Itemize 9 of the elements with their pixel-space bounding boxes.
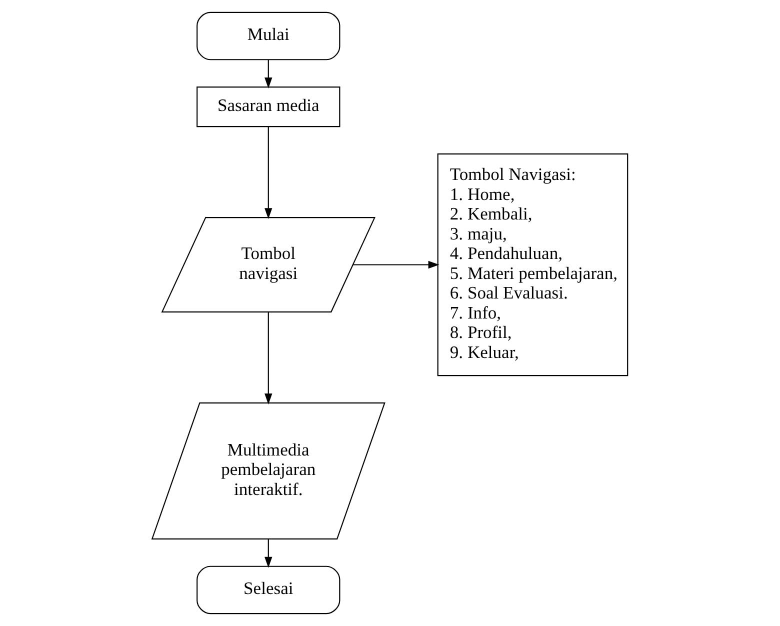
arrow — [264, 126, 272, 220]
arrow — [264, 312, 272, 404]
arrow — [264, 60, 272, 88]
arrow — [264, 539, 272, 568]
node-box: Tombol Navigasi: 1. Home, 2. Kembali, 3. maju, 4. Pendahuluan, 5. Materi pembelajaran, 6. Soal Evaluasi. 7. Info, 8. Profil, 9. Keluar, — [437, 153, 628, 376]
node-box: Sasaran media — [196, 86, 340, 128]
node-box: Selesai — [196, 566, 340, 614]
node-box: Mulai — [196, 12, 340, 60]
arrow — [353, 260, 440, 269]
